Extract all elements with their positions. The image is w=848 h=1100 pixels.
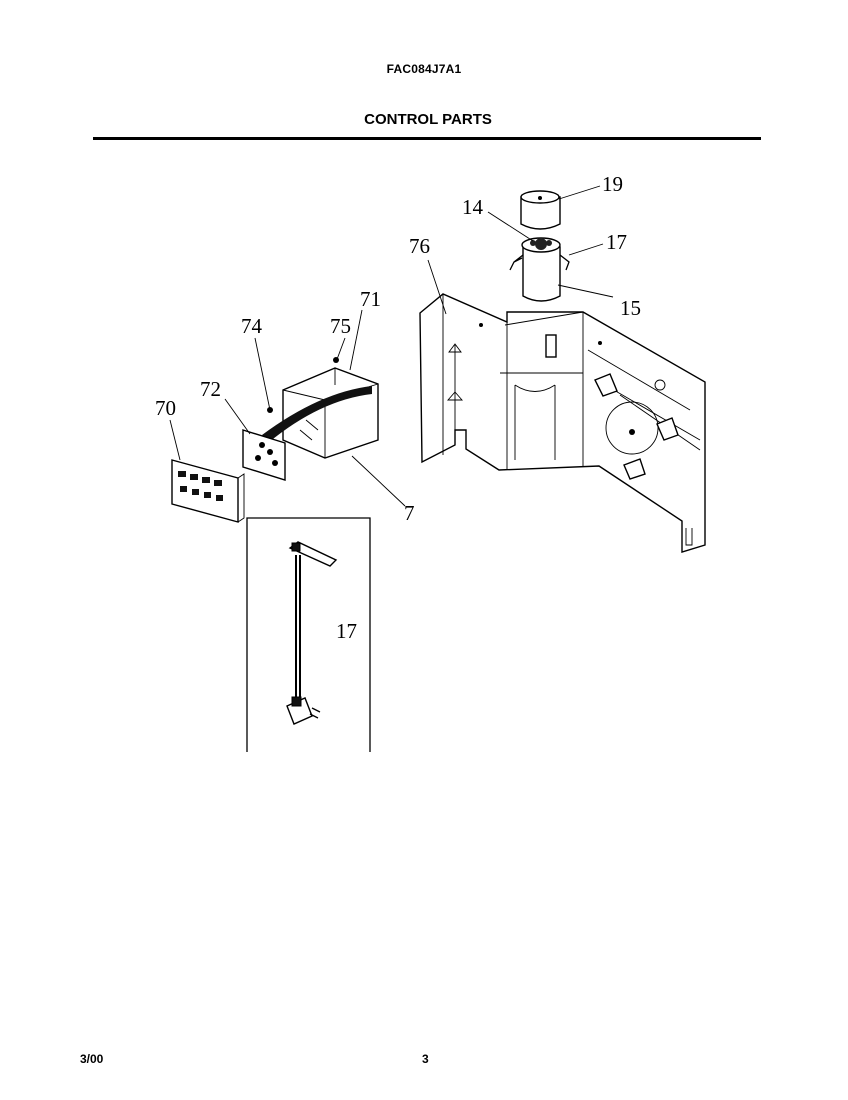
- model-number: FAC084J7A1: [386, 62, 462, 76]
- callout-74: 74: [241, 314, 263, 338]
- footer-page-number: 3: [422, 1052, 429, 1066]
- callout-72: 72: [200, 377, 221, 401]
- capacitor-cap-part: [520, 190, 561, 230]
- callout-17-harness: 17: [336, 619, 357, 643]
- callout-70: 70: [155, 396, 176, 420]
- wire-harness-inset: [246, 517, 371, 752]
- callout-71: 71: [360, 287, 381, 311]
- callout-76: 76: [409, 234, 430, 258]
- footer-date: 3/00: [80, 1052, 104, 1066]
- callout-15: 15: [620, 296, 641, 320]
- callout-14: 14: [462, 195, 484, 219]
- callout-75: 75: [330, 314, 351, 338]
- capacitor-part: [509, 237, 570, 302]
- control-panel-part: [171, 459, 245, 523]
- page-title: CONTROL PARTS: [364, 111, 492, 128]
- leader-lines: [169, 185, 614, 507]
- control-assembly-part: [242, 357, 379, 481]
- control-box-housing: [419, 293, 706, 553]
- callout-7: 7: [404, 501, 415, 525]
- callout-19: 19: [602, 172, 623, 196]
- callout-17-capacitor: 17: [606, 230, 627, 254]
- title-rule: [93, 137, 761, 140]
